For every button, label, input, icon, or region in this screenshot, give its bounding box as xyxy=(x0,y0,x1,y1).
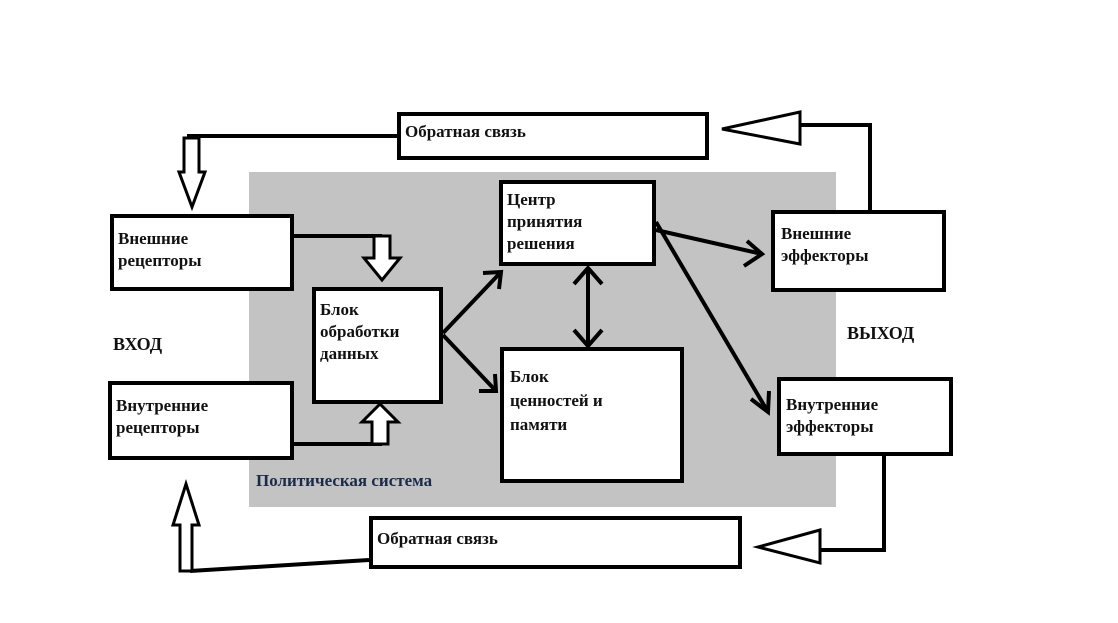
feedback-top-label: Обратная связь xyxy=(405,122,526,141)
data-processing-box xyxy=(312,287,443,404)
data-processing-label: Блок обработки данных xyxy=(320,300,400,363)
external-receptors-box xyxy=(110,214,294,291)
internal-receptors-label: Внутренние рецепторы xyxy=(116,396,209,437)
feedback-bottom-hollow-arrow xyxy=(752,528,822,565)
ext-receptors-hollow-arrow xyxy=(360,234,404,283)
external-effectors-label: Внешние эффекторы xyxy=(781,224,869,265)
feedback-down-hollow-arrow xyxy=(176,136,208,212)
feedback-top-hollow-arrow xyxy=(721,110,802,146)
internal-effectors-box xyxy=(777,377,953,456)
feedback-up-hollow-arrow xyxy=(170,479,202,573)
political-system-label: Политическая система xyxy=(256,471,433,490)
feedback-bottom-line xyxy=(820,456,886,552)
values-memory-label: Блок ценностей и памяти xyxy=(510,367,603,434)
decision-to-int-effectors-arrow xyxy=(654,220,770,414)
processing-to-values-arrow xyxy=(441,333,498,393)
feedback-bottom-box xyxy=(369,516,742,569)
feedback-top-line xyxy=(800,123,872,210)
feedback-bottom-return-line xyxy=(189,558,370,573)
values-memory-box xyxy=(500,347,684,483)
decision-to-ext-effectors-arrow xyxy=(655,228,763,256)
feedback-top-box xyxy=(397,112,709,160)
processing-to-decision-arrow xyxy=(441,270,503,335)
decision-center-label: Центр принятия решения xyxy=(507,190,583,253)
internal-receptors-box xyxy=(108,381,294,460)
external-receptors-label: Внешние рецепторы xyxy=(118,229,202,270)
feedback-bottom-label: Обратная связь xyxy=(377,529,498,548)
input-label: ВХОД xyxy=(113,334,163,354)
internal-effectors-label: Внутренние эффекторы xyxy=(786,395,879,436)
feedback-top-return-line xyxy=(187,134,397,172)
decision-center-box xyxy=(499,180,656,266)
external-effectors-box xyxy=(771,210,946,292)
int-receptors-hollow-arrow xyxy=(358,401,402,446)
output-label: ВЫХОД xyxy=(847,323,915,343)
